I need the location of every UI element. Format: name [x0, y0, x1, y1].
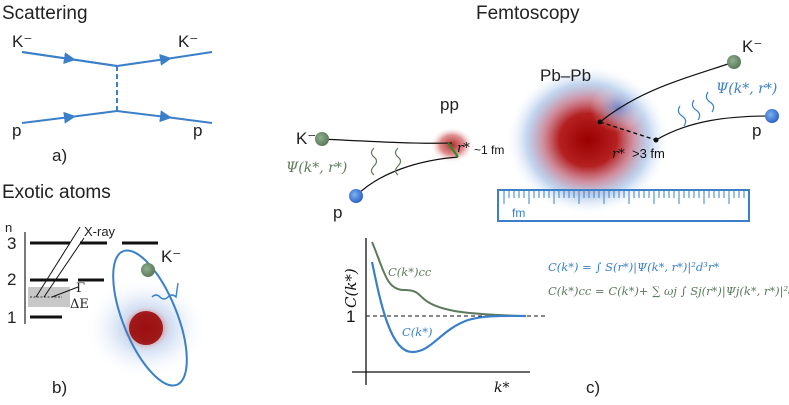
proton-out-label: p [193, 121, 202, 140]
r-small-value: ~1 fm [474, 143, 504, 157]
proton-in-path [21, 110, 118, 124]
panel-b-tag: b) [52, 378, 67, 397]
deltaE-label: ΔE [70, 297, 89, 312]
ruler-unit-label: fm [512, 206, 525, 220]
kminus-atom-label: K⁻ [161, 247, 181, 266]
pp-source [430, 127, 474, 163]
pp-kminus-track [321, 138, 453, 144]
pbpb-source [506, 64, 670, 216]
ruler-ticks [503, 190, 745, 204]
kminus-ball-pbpb [727, 55, 741, 69]
r-large-value: >3 fm [632, 146, 665, 161]
xray-photon [151, 282, 179, 300]
curve-cc [371, 241, 521, 317]
psi-right-label: Ψ(k*, r*) [716, 81, 777, 97]
femtoscopy-panel: Femtoscopy Pb–Pb fm K⁻ p Ψ(k*, r*) r* >3… [286, 3, 789, 397]
gamma-pointer [51, 286, 79, 298]
equation-1: C(k*) = ∫ S(r*)|Ψ(k*, r*)|²d³r* [548, 260, 719, 275]
pp-label: pp [440, 95, 459, 114]
pbpb-label: Pb–Pb [540, 66, 591, 85]
curve-cc-label: C(k*)cc [388, 265, 432, 279]
curve-c [370, 261, 527, 354]
proton-in-label: p [12, 121, 21, 140]
proton-pp-label: p [333, 203, 342, 222]
xray-pointer-1 [35, 226, 81, 298]
n-axis-label: n [5, 220, 12, 235]
xray-pointer-2 [43, 237, 85, 298]
proton-out-path [116, 110, 213, 124]
plot-ylabel: C(k*) [342, 268, 360, 308]
pbpb-kminus-track [599, 61, 735, 123]
unity-label: 1 [346, 307, 355, 326]
level-1-label: 1 [7, 308, 16, 327]
scattering-panel: Scattering K⁻ K⁻ p p a) [2, 3, 213, 165]
panel-a-tag: a) [52, 146, 67, 165]
level-2-label: 2 [7, 270, 16, 289]
pbpb-wavefunction [677, 91, 715, 127]
gamma-label: Γ [76, 281, 85, 296]
kminus-in-path [21, 51, 118, 67]
scattering-title: Scattering [2, 3, 88, 24]
proton-pbpb-label: p [752, 121, 761, 140]
plot-xlabel: k* [494, 380, 509, 396]
femto-title: Femtoscopy [476, 3, 580, 24]
r-large-symbol: r* [612, 147, 625, 162]
exotic-atoms-panel: Exotic atoms n 3 2 1 X-ray Γ ΔE K⁻ b) [2, 182, 208, 397]
kminus-ball-pp [315, 132, 329, 146]
level-3-label: 3 [7, 234, 16, 253]
kminus-out-label: K⁻ [178, 32, 198, 51]
kminus-pp-label: K⁻ [296, 129, 316, 148]
psi-left-label: Ψ(k*, r*) [286, 160, 347, 176]
panel-c-tag: c) [586, 378, 600, 397]
pbpb-separation [599, 121, 657, 141]
kminus-ball-atom [141, 263, 155, 277]
curve-c-label: C(k*) [402, 325, 433, 339]
pp-proton-track [355, 156, 459, 197]
pbpb-proton-track [655, 115, 771, 141]
kaon-orbit [112, 249, 188, 387]
kminus-out-path [116, 51, 213, 67]
pp-separation [447, 142, 459, 158]
kminus-pbpb-label: K⁻ [742, 37, 762, 56]
exotic-title: Exotic atoms [2, 182, 111, 203]
proton-ball-pp [349, 189, 363, 203]
proton-ball-pbpb [765, 109, 779, 123]
pp-wavefunction [370, 147, 402, 176]
xray-label: X-ray [84, 224, 116, 239]
equation-2: C(k*)cc = C(k*)+ ∑ ωj ∫ Sj(r*)|Ψj(k*, r*… [548, 284, 789, 299]
kminus-in-label: K⁻ [12, 32, 32, 51]
r-small-symbol: r* [457, 141, 470, 156]
